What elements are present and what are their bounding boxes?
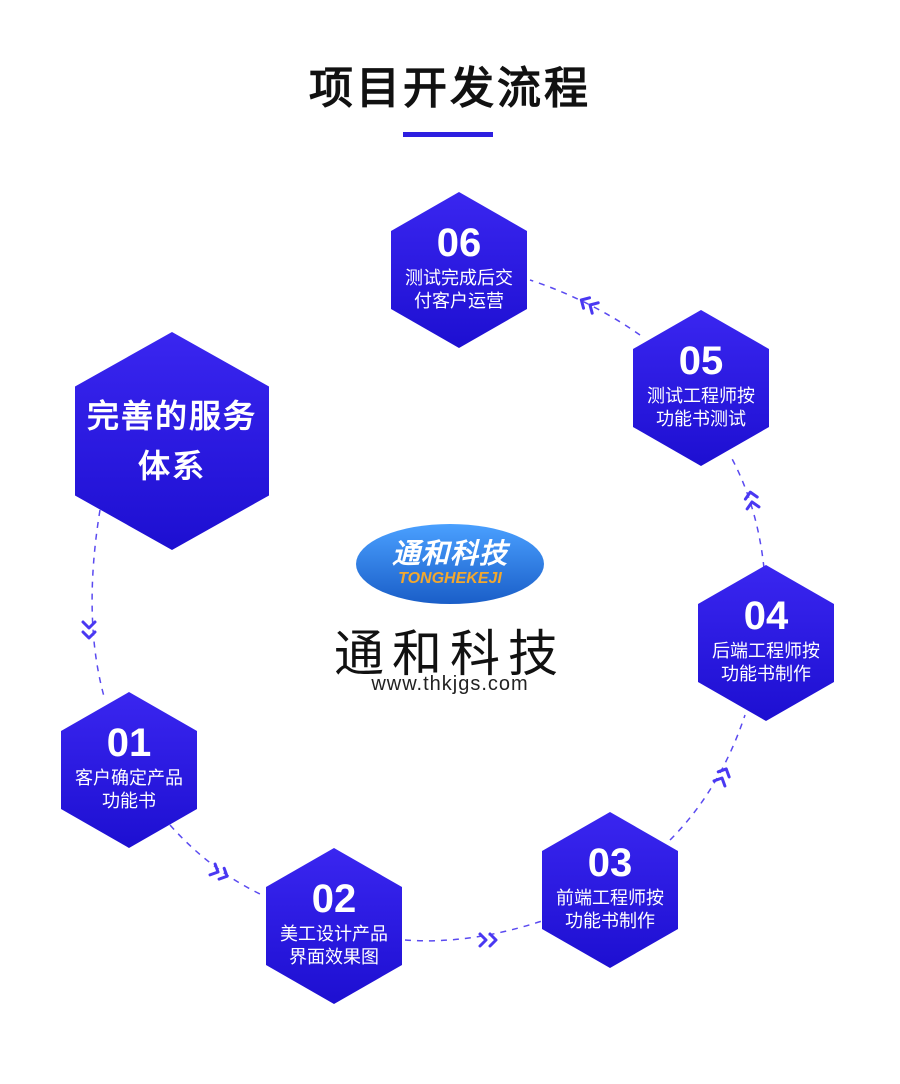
connector-01-to-02 (169, 824, 263, 896)
step-text: 测试工程师按功能书测试 (647, 386, 755, 430)
connector-service-to-01 (91, 509, 106, 701)
step-number: 02 (311, 877, 357, 921)
company-website-url: www.thkjgs.com (371, 673, 529, 695)
title-underline (403, 132, 493, 137)
step-text: 后端工程师按功能书制作 (712, 641, 820, 685)
step-text: 测试完成后交付客户运营 (405, 268, 513, 312)
step-text: 前端工程师按功能书制作 (556, 888, 664, 932)
step-text: 客户确定产品功能书 (75, 768, 183, 812)
company-logo-emblem (356, 524, 544, 604)
double-chevron-arrow-icon (81, 620, 97, 640)
connector-04-to-05 (729, 454, 766, 581)
step-03-hexagon: 03 前端工程师按功能书制作 (542, 812, 678, 968)
step-text: 美工设计产品界面效果图 (280, 924, 388, 968)
step-number: 01 (106, 721, 152, 765)
step-number: 06 (436, 221, 482, 265)
company-logo-english: TONGHEKEJI (398, 570, 502, 587)
service-system-label: 完善的服务体系 (87, 397, 258, 485)
step-number: 04 (743, 594, 789, 638)
double-chevron-arrow-icon (743, 490, 761, 511)
company-name-calligraphy: 通和科技 (334, 625, 566, 683)
double-chevron-arrow-icon (208, 862, 229, 881)
connector-02-to-03 (404, 919, 546, 942)
page-title: 项目开发流程 (309, 63, 591, 114)
connector-05-to-06 (529, 279, 641, 336)
step-04-hexagon: 04 后端工程师按功能书制作 (698, 565, 834, 721)
company-logo-chinese: 通和科技 (391, 537, 508, 570)
dashed-ring-path (91, 279, 766, 942)
double-chevron-arrow-icon (579, 296, 600, 315)
step-number: 05 (678, 339, 724, 383)
step-05-hexagon: 05 测试工程师按功能书测试 (633, 310, 769, 466)
double-chevron-arrow-icon (478, 932, 498, 948)
double-chevron-arrow-icon (712, 767, 731, 788)
connector-03-to-04 (669, 714, 746, 841)
step-number: 03 (587, 841, 633, 885)
